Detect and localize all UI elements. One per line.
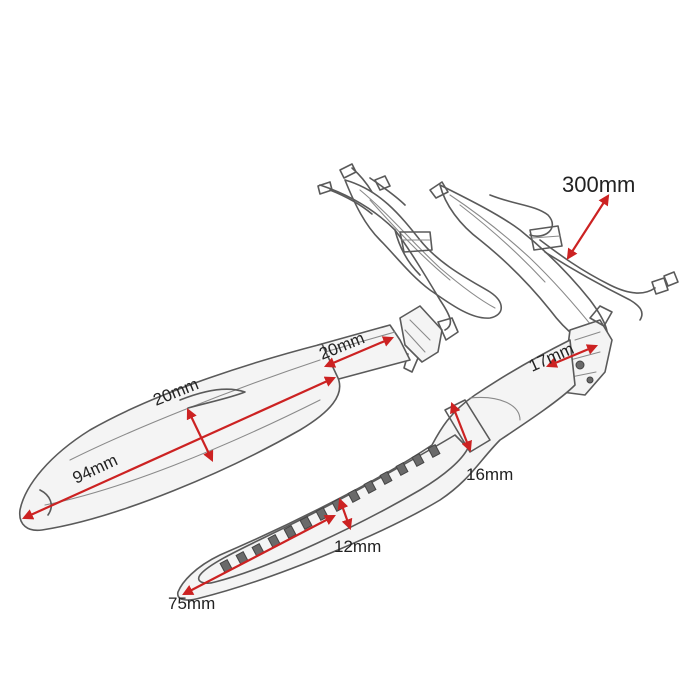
dim-300mm-arrow <box>566 194 610 260</box>
dim-12mm-arrow <box>337 497 353 531</box>
label-75mm: 75mm <box>168 594 215 613</box>
dim-75mm-arrow <box>182 514 336 596</box>
left-connector <box>399 305 459 373</box>
label-16mm: 16mm <box>466 465 513 484</box>
dim-17mm-arrow <box>545 344 599 368</box>
dim-left-20mm-stem-arrow <box>323 336 395 368</box>
left-cable-bundle <box>317 163 503 331</box>
dim-16mm-arrow <box>450 401 472 453</box>
label-12mm: 12mm <box>334 537 381 556</box>
left-body <box>18 343 341 532</box>
label-300mm: 300mm <box>562 172 635 197</box>
dim-94mm-arrow <box>21 376 337 520</box>
dimension-lines <box>21 194 610 596</box>
right-cable-bundle <box>429 181 679 347</box>
dim-left-20mm-width-arrow <box>186 408 214 462</box>
